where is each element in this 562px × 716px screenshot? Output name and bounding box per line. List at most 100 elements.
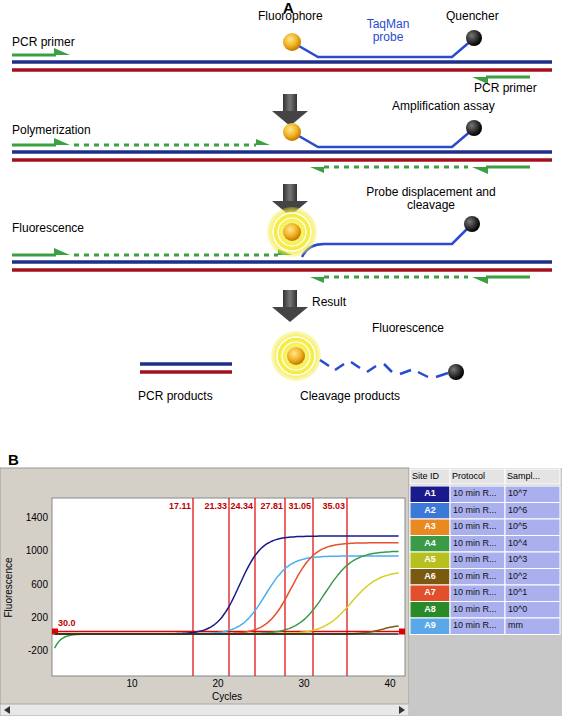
threshold-cycle-line (192, 498, 193, 676)
complement-strand (12, 268, 552, 272)
sample-name: 10^2 (508, 572, 527, 582)
quencher (466, 30, 482, 46)
glow-ring (282, 342, 310, 370)
threshold-value: 30.0 (58, 619, 76, 629)
result-row (140, 331, 464, 381)
protocol-name: 10 min R... (453, 621, 497, 631)
site-id: A8 (413, 605, 447, 615)
site-id: A7 (413, 588, 447, 598)
amplification-curve (55, 536, 399, 634)
sample-name: 10^6 (508, 506, 527, 516)
fluorescence-glow (271, 331, 321, 381)
ct-value: 21.33 (198, 502, 227, 512)
sample-cell (505, 486, 560, 503)
site-id: A2 (413, 506, 447, 516)
sample-cell (505, 585, 560, 602)
sample-cell (505, 602, 560, 619)
protocol-cell (450, 536, 505, 553)
fluorescence-glow (267, 207, 317, 257)
chart-window (0, 468, 409, 716)
axis-tick: -200 (12, 645, 48, 656)
primer-head (472, 167, 488, 174)
arrow-head (272, 307, 308, 322)
step-label: Amplification assay (392, 100, 495, 113)
site-cell (410, 569, 450, 586)
protocol-name: 10 min R... (453, 555, 497, 565)
extension-head (256, 139, 270, 145)
dna-row (12, 120, 552, 174)
extension-dots (324, 276, 468, 279)
quencher-label: Quencher (446, 10, 499, 23)
primer-line (486, 276, 530, 279)
glow-ring (278, 218, 306, 246)
amplification-curve (55, 633, 399, 635)
signal-label: Fluorescence (372, 322, 444, 335)
axis-title: Fluorescence (3, 548, 14, 628)
fluorophore-label: Fluorophore (258, 10, 323, 23)
protocol-cell (450, 618, 505, 635)
axis-tick: 40 (380, 678, 400, 689)
sample-cell (505, 519, 560, 536)
sample-cell (505, 569, 560, 586)
protocol-name: 10 min R... (453, 588, 497, 598)
product-label: PCR products (138, 390, 213, 403)
protocol-cell (450, 503, 505, 520)
header-cell (505, 469, 560, 484)
scroll-arrow (399, 706, 405, 714)
threshold-cycle-line (346, 498, 347, 676)
site-id: A4 (413, 539, 447, 549)
primer-head (54, 48, 70, 55)
site-cell (410, 503, 450, 520)
protocol-name: 10 min R... (453, 522, 497, 532)
extension-dots (324, 166, 468, 169)
sample-name: 10^0 (508, 605, 527, 615)
table-header: Site ID (412, 472, 450, 482)
amplification-curve (55, 556, 399, 634)
protocol-name: 10 min R... (453, 605, 497, 615)
header-cell (450, 469, 505, 484)
sample-name: 10^7 (508, 489, 527, 499)
protocol-name: 10 min R... (453, 539, 497, 549)
table-header: Protocol (452, 472, 505, 482)
sample-name: mm (508, 621, 523, 631)
dna-row (12, 207, 552, 284)
sample-name: 10^1 (508, 588, 527, 598)
chart-frame (0, 468, 409, 716)
template-strand (12, 150, 552, 154)
primer-line (486, 166, 530, 169)
site-id: A6 (413, 572, 447, 582)
protocol-cell (450, 552, 505, 569)
arrow-shaft (283, 94, 297, 111)
site-cell (410, 602, 450, 619)
table-header: Sampl... (507, 472, 560, 482)
cleaved-fragments (320, 360, 448, 377)
sample-name: 10^4 (508, 539, 527, 549)
ct-value: 17.11 (162, 502, 191, 512)
primer-head (54, 138, 70, 145)
template-strand (12, 260, 552, 264)
axis-tick: 600 (12, 579, 48, 590)
step-arrow (272, 290, 308, 322)
glow-ring (277, 337, 315, 375)
axis-title: Cycles (212, 691, 242, 702)
protocol-cell (450, 585, 505, 602)
extension-dots (74, 254, 278, 257)
threshold-cycle-line (284, 498, 285, 676)
step-arrow (272, 94, 308, 126)
extension-head (310, 167, 324, 173)
arrow-shaft (283, 184, 297, 201)
threshold-cycle-line (228, 498, 229, 676)
probe-label: TaqMan probe (362, 18, 414, 44)
primer-label: PCR primer (474, 82, 537, 95)
site-cell (410, 618, 450, 635)
fluorophore (283, 223, 301, 241)
ct-value: 27.81 (254, 502, 283, 512)
extension-dots (74, 144, 256, 147)
primer-line (12, 254, 56, 257)
step-label: Probe displacement and cleavage (366, 186, 496, 212)
fluorophore (283, 33, 301, 51)
ct-value: 31.05 (282, 502, 311, 512)
probe-strand (302, 226, 470, 257)
sample-cell (505, 536, 560, 553)
scroll-arrow (4, 706, 10, 714)
